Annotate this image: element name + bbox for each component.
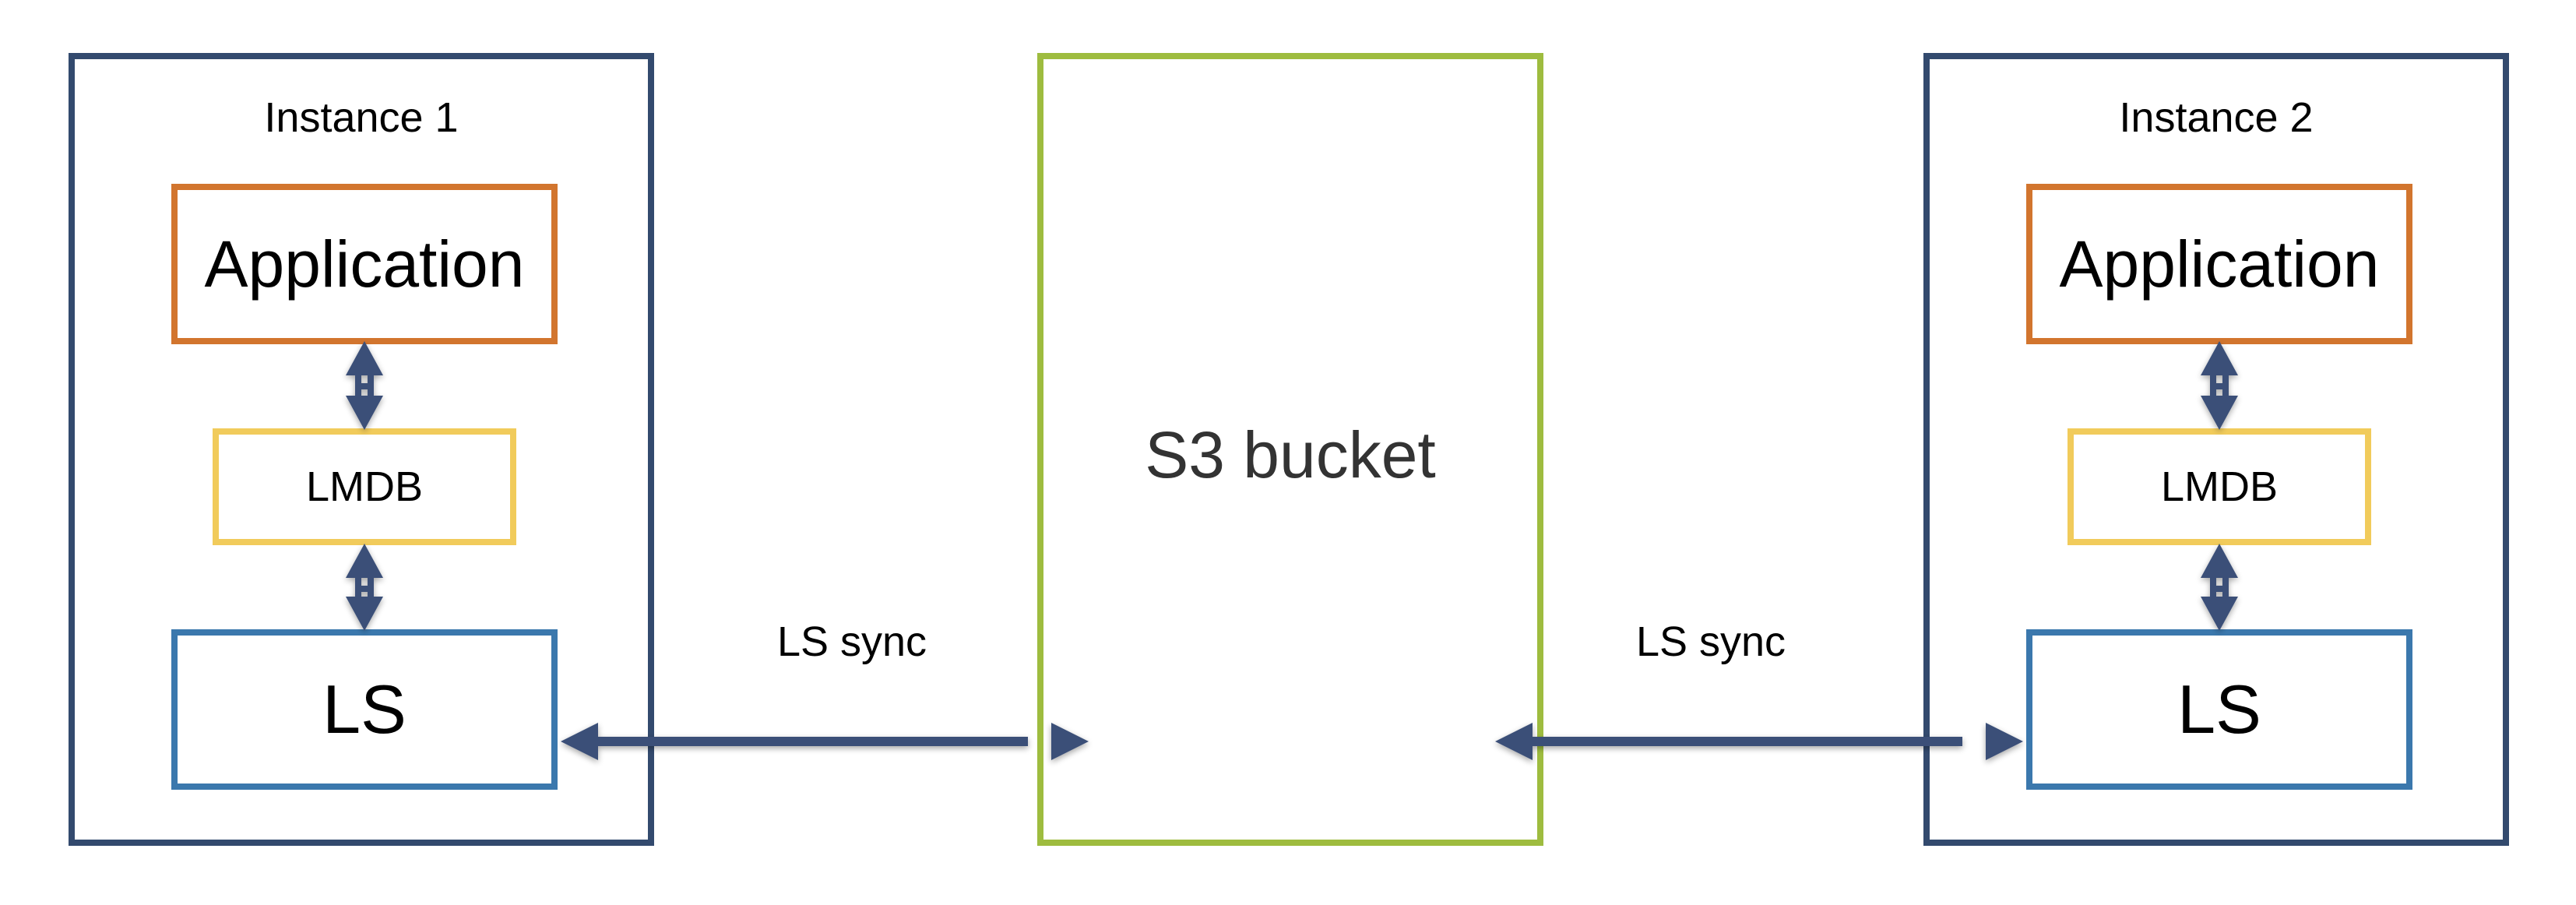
instance-1-lmdb-box: LMDB — [213, 428, 516, 545]
instance-2-lmdb-label: LMDB — [2160, 463, 2279, 510]
s3-bucket-box: S3 bucket — [1037, 53, 1543, 846]
instance-2-lmdb-box: LMDB — [2067, 428, 2371, 545]
instance-2-application-label: Application — [2059, 227, 2380, 301]
instance-1-application-box: Application — [171, 184, 558, 344]
s3-bucket-label: S3 bucket — [1145, 418, 1436, 491]
instance-2-application-box: Application — [2026, 184, 2412, 344]
instance-1-ls-label: LS — [322, 671, 406, 748]
right-sync-label: LS sync — [1635, 618, 1786, 665]
instance-1-lmdb-label: LMDB — [305, 463, 424, 510]
instance-1-application-label: Application — [204, 227, 525, 301]
left-sync-label: LS sync — [776, 618, 927, 665]
instance-1-title: Instance 1 — [264, 94, 459, 141]
instance-1-ls-box: LS — [171, 629, 558, 790]
instance-2-title: Instance 2 — [2119, 94, 2314, 141]
instance-2-ls-box: LS — [2026, 629, 2412, 790]
instance-2-ls-label: LS — [2177, 671, 2261, 748]
